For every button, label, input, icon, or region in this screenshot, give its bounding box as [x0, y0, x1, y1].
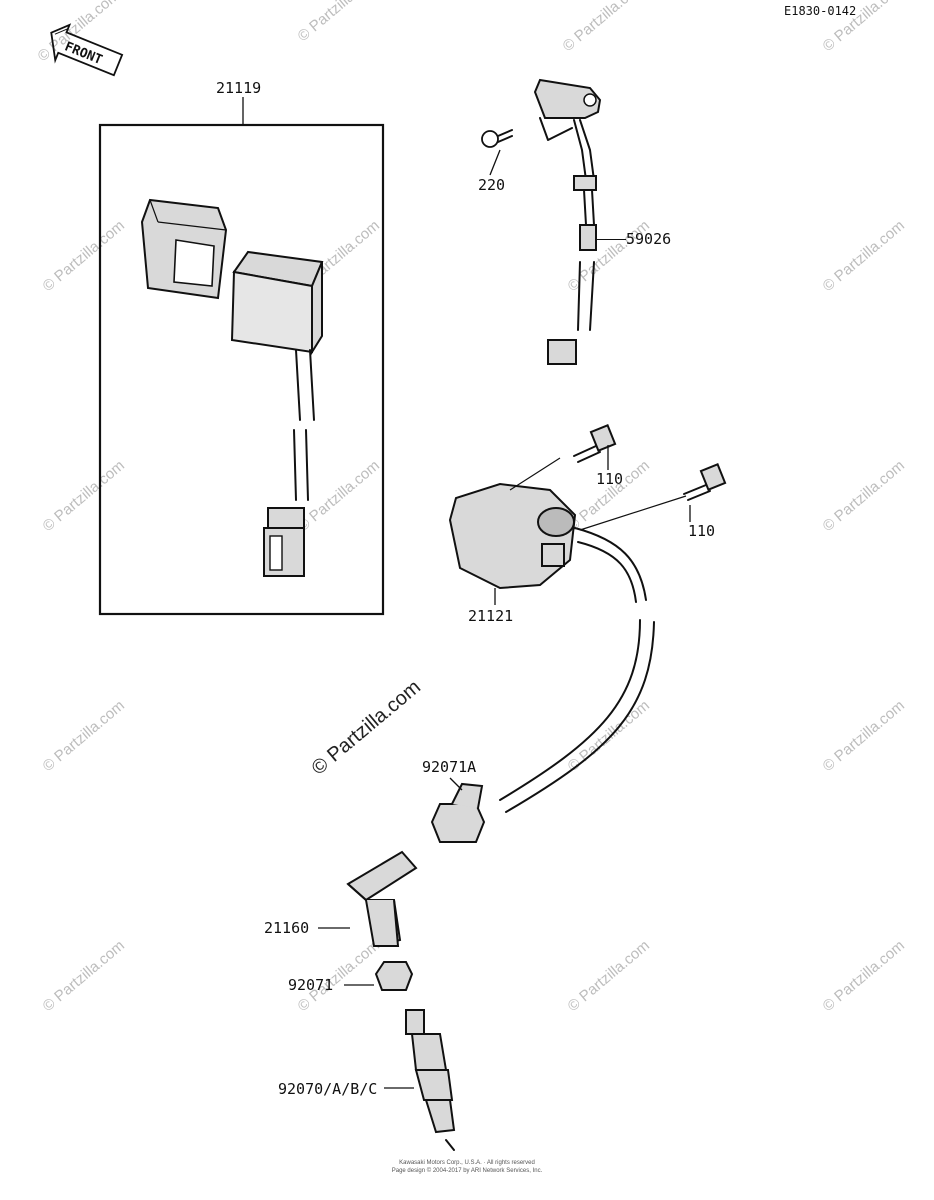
screw-220-part	[481, 129, 513, 148]
footer-design: Page design © 2004-2017 by ARI Network S…	[391, 1168, 543, 1174]
pickup-coil-part	[533, 78, 602, 141]
spark-plug-92070-part	[405, 1009, 456, 1151]
ignition-coil-part	[448, 457, 687, 590]
cap-92071A-part	[430, 782, 486, 843]
part-label-21119[interactable]: 21119	[216, 79, 262, 97]
igniter-kit-frame	[98, 123, 385, 616]
part-label-92070[interactable]: 92070/A/B/C	[278, 1080, 378, 1098]
diagram-code: E1830-0142	[784, 4, 857, 18]
part-label-92071A[interactable]: 92071A	[422, 758, 477, 776]
front-arrow-icon: FRONT	[50, 23, 124, 77]
footer-copyright: Kawasaki Motors Corp., U.S.A. · All righ…	[399, 1160, 535, 1166]
part-label-110-lower[interactable]: 110	[688, 522, 716, 540]
part-label-92071[interactable]: 92071	[288, 976, 334, 994]
part-label-21160[interactable]: 21160	[264, 919, 310, 937]
igniter-cover-part	[140, 198, 228, 300]
part-label-21121[interactable]: 21121	[468, 607, 514, 625]
bolt-110-upper-part	[573, 424, 617, 463]
leader-59026	[596, 239, 626, 240]
bolt-110-lower-part	[683, 463, 727, 501]
part-label-59026[interactable]: 59026	[626, 230, 672, 248]
cap-92071-part	[374, 961, 414, 991]
part-label-110-upper[interactable]: 110	[596, 470, 624, 488]
plug-cap-21160-part	[346, 850, 418, 947]
part-label-220[interactable]: 220	[478, 176, 506, 194]
igniter-unit-part	[230, 250, 324, 356]
